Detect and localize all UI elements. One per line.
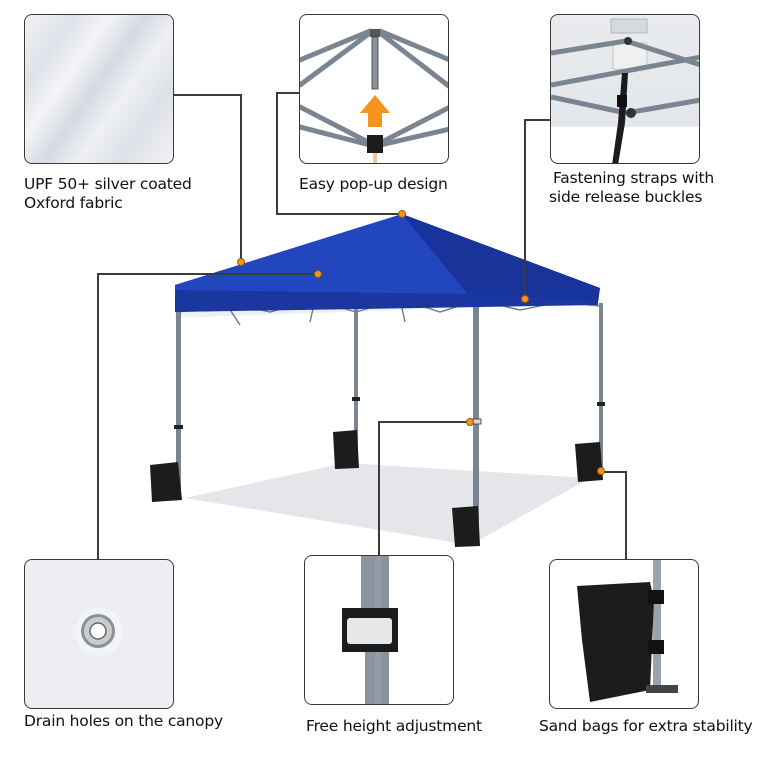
- caption-popup: Easy pop-up design: [299, 175, 448, 193]
- connector-dot-height: [466, 418, 474, 426]
- caption-fabric-line1: UPF 50+ silver coated: [24, 175, 192, 193]
- connector-dot-fabric: [237, 258, 245, 266]
- connector-popup-h2: [276, 92, 300, 94]
- caption-drain: Drain holes on the canopy: [24, 712, 223, 730]
- leg-slider-icon: [342, 556, 398, 704]
- feature-panel-height: [304, 555, 454, 705]
- caption-sandbags: Sand bags for extra stability: [539, 717, 753, 735]
- strap-buckle-icon: [551, 18, 699, 163]
- connector-height-v: [378, 421, 380, 555]
- connector-dot-straps: [521, 295, 529, 303]
- caption-fabric-line2: Oxford fabric: [24, 194, 123, 212]
- connector-fabric-v: [240, 94, 242, 262]
- connector-sandbags-h: [602, 471, 626, 473]
- sandbags: [150, 430, 603, 547]
- feature-panel-drain: [24, 559, 174, 709]
- feature-panel-fabric: [24, 14, 174, 164]
- connector-dot-drain: [314, 270, 322, 278]
- caption-straps-line1: Fastening straps with: [553, 169, 714, 187]
- connector-dot-sandbags: [597, 467, 605, 475]
- connector-drain-h: [97, 273, 318, 275]
- connector-height-h: [378, 421, 470, 423]
- connector-dot-popup: [398, 210, 406, 218]
- feature-panel-sandbags: [549, 559, 699, 709]
- feature-panel-straps: [550, 14, 700, 164]
- connector-straps-v: [524, 119, 526, 298]
- caption-height: Free height adjustment: [306, 717, 482, 735]
- connector-fabric-h: [173, 94, 241, 96]
- connector-popup-h: [276, 213, 402, 215]
- feature-panel-popup: [299, 14, 449, 164]
- up-arrow-icon: [360, 95, 390, 127]
- tent-legs: [176, 300, 603, 528]
- connector-drain-v: [97, 273, 99, 560]
- connector-popup-v: [276, 92, 278, 214]
- connector-sandbags-v: [625, 471, 627, 560]
- caption-straps-line2: side release buckles: [549, 188, 703, 206]
- sandbag-icon: [577, 560, 678, 702]
- grommet-icon: [75, 608, 123, 656]
- connector-straps-h: [524, 119, 550, 121]
- ground-shadow: [185, 463, 590, 545]
- popup-frame-icon: [300, 28, 448, 163]
